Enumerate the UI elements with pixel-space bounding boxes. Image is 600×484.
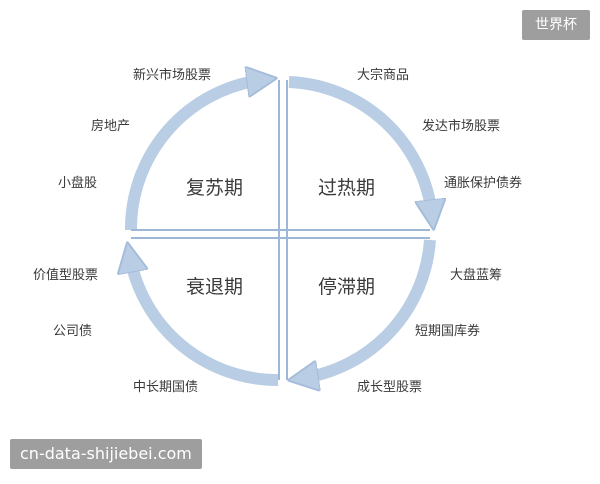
asset-label: 公司债 (53, 324, 93, 339)
arc-arrow-stagflation (303, 239, 436, 378)
asset-label: 新兴市场股票 (133, 68, 212, 83)
phase-overheat: 过热期 (318, 177, 376, 199)
phase-recovery: 复苏期 (186, 177, 244, 199)
asset-label: 价值型股票 (33, 268, 99, 283)
asset-label: 大宗商品 (357, 68, 410, 83)
asset-label: 小盘股 (58, 176, 98, 191)
phase-recession: 衰退期 (186, 276, 244, 298)
arc-arrow-recession (130, 257, 279, 387)
asset-label: 大盘蓝筹 (450, 268, 503, 283)
asset-label: 通胀保护债券 (444, 176, 523, 191)
asset-label: 成长型股票 (357, 380, 423, 395)
asset-label: 房地产 (91, 119, 131, 134)
asset-label: 发达市场股票 (422, 119, 501, 134)
watermark-brand-badge: 世界杯 (522, 10, 590, 40)
arc-arrow-overheat (288, 76, 432, 215)
phase-stagflation: 停滞期 (318, 276, 376, 298)
asset-label: 中长期国债 (133, 380, 199, 395)
watermark-site-badge: cn-data-shijiebei.com (10, 439, 202, 469)
arc-arrow-recovery (124, 80, 262, 231)
asset-label: 短期国库券 (415, 324, 481, 339)
